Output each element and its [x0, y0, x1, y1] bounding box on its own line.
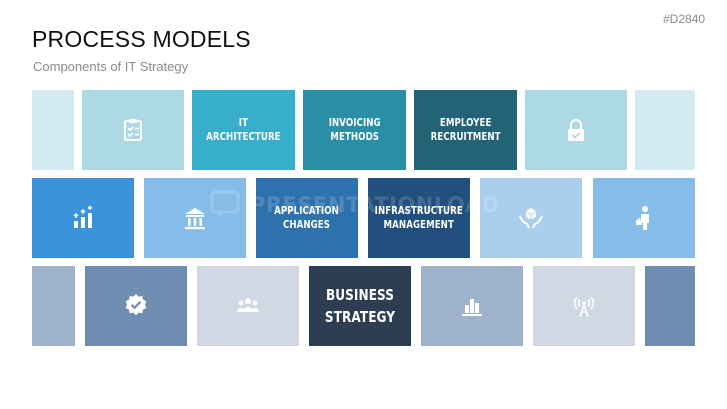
tile-lock	[525, 90, 627, 170]
tile-application-changes: APPLICATION CHANGES	[256, 178, 358, 258]
padlock-icon	[568, 118, 584, 141]
employee-recruitment-label: EMPLOYEE RECRUITMENT	[430, 117, 501, 143]
bar-chart-icon	[462, 299, 482, 316]
invoicing-methods-label: INVOICING METHODS	[328, 117, 381, 143]
verified-badge-icon	[125, 294, 147, 316]
it-architecture-label: IT ARCHITECTURE	[206, 117, 281, 143]
growth-chart-icon	[73, 205, 93, 228]
tile-businessman	[593, 178, 695, 258]
tile-bank	[144, 178, 246, 258]
tile-growth	[32, 178, 134, 258]
tile-hands-box	[480, 178, 582, 258]
tile-row3-edge-left	[32, 266, 75, 346]
clipboard-checklist-icon	[124, 119, 142, 141]
tile-team	[197, 266, 299, 346]
tile-row3-edge-right	[645, 266, 695, 346]
tile-business-strategy: BUSINESS STRATEGY	[309, 266, 411, 346]
bank-icon	[185, 208, 205, 230]
application-changes-label: APPLICATION CHANGES	[274, 205, 340, 231]
tile-checklist	[82, 90, 184, 170]
team-icon	[237, 298, 259, 312]
tile-verified	[85, 266, 187, 346]
tile-antenna	[533, 266, 635, 346]
hands-box-icon	[519, 208, 543, 229]
tile-it-architecture: IT ARCHITECTURE	[192, 90, 295, 170]
tile-row1-edge-left	[32, 90, 74, 170]
business-strategy-label: BUSINESS STRATEGY	[324, 286, 396, 326]
page-title: PROCESS MODELS	[32, 26, 251, 52]
slide-id-tag: #D2840	[663, 12, 706, 26]
tile-employee-recruitment: EMPLOYEE RECRUITMENT	[414, 90, 517, 170]
antenna-icon	[573, 296, 595, 318]
tile-row1-edge-right	[635, 90, 695, 170]
tile-invoicing-methods: INVOICING METHODS	[303, 90, 406, 170]
infrastructure-management-label: INFRASTRUCTURE MANAGEMENT	[374, 205, 464, 231]
tile-bar-chart	[421, 266, 523, 346]
businessman-icon	[636, 206, 649, 230]
tile-infrastructure-management: INFRASTRUCTURE MANAGEMENT	[368, 178, 470, 258]
page-subtitle: Components of IT Strategy	[33, 59, 189, 74]
